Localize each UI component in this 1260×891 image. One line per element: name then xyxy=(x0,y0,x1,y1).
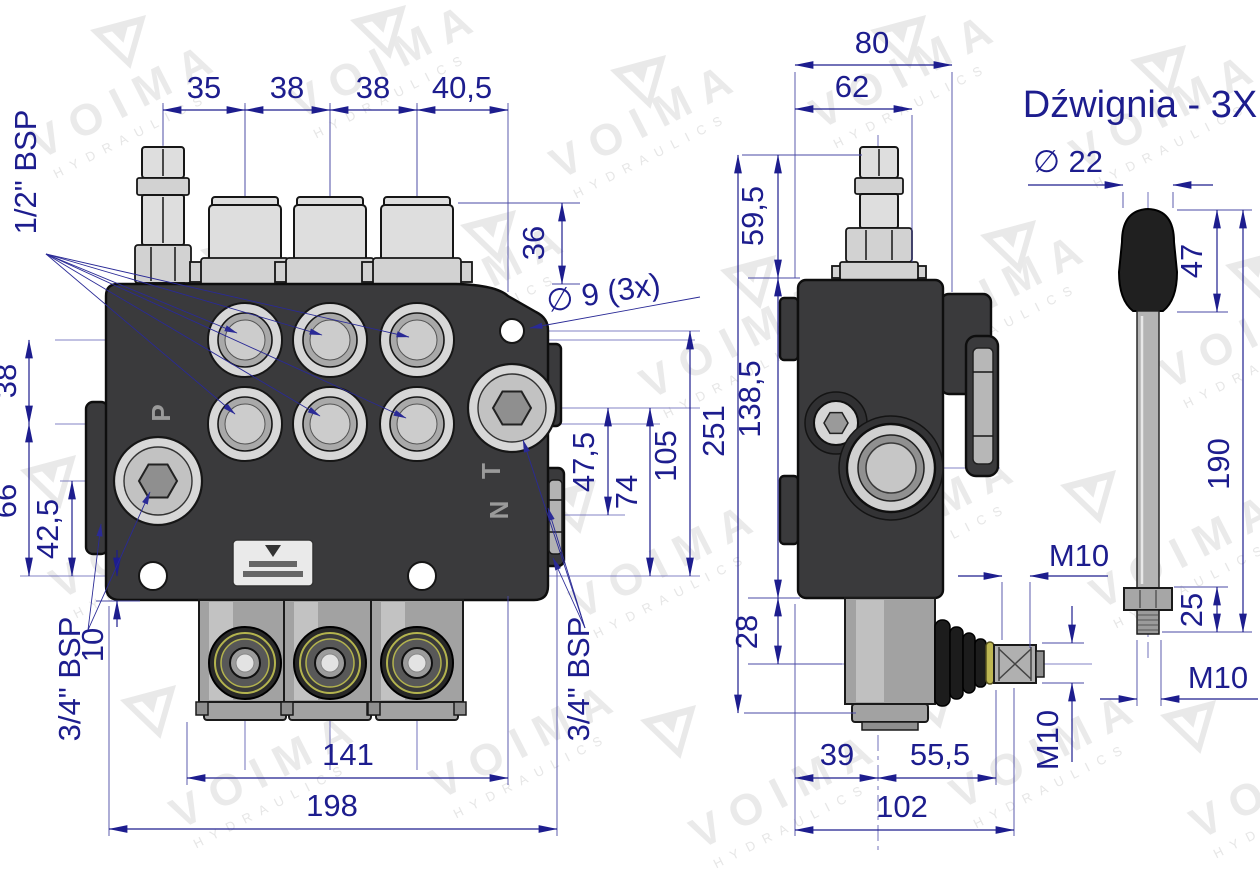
dim-body-depth: 62 xyxy=(835,69,869,104)
work-port-thread-label: 1/2" BSP xyxy=(8,110,43,235)
work-port xyxy=(292,302,368,378)
lever-view: Dźwignia - 3X ∅ 22 47 xyxy=(1023,84,1258,706)
spool-caps xyxy=(189,196,473,289)
t-plug xyxy=(466,362,558,454)
dim-axis-offset-front: 39 xyxy=(820,737,854,772)
mounting-hole xyxy=(499,318,525,344)
brand-plate xyxy=(232,539,314,587)
spool-ends xyxy=(195,599,467,721)
dim-spool-axis-offset: 28 xyxy=(729,615,764,649)
dim-body-height: 138,5 xyxy=(732,360,767,438)
dim-pitch-1: 35 xyxy=(187,70,221,105)
port-letter-n: N xyxy=(484,501,514,520)
side-dimensions: 80 62 59,5 251 138,5 28 M10 xyxy=(696,25,1109,836)
port-letter-t: T xyxy=(476,463,506,479)
dim-total-depth: 80 xyxy=(855,25,889,60)
spool-cap xyxy=(274,196,386,289)
lever-nut xyxy=(1123,587,1173,611)
hex-bolt-icon xyxy=(823,411,849,435)
boot-seal-ring xyxy=(985,641,995,685)
dim-lever-length: 190 xyxy=(1201,438,1236,490)
pt-plugs xyxy=(112,318,558,591)
boot-ring xyxy=(934,619,951,707)
dim-overall-depth: 102 xyxy=(876,789,928,824)
dim-t-to-n: 47,5 xyxy=(566,432,601,492)
work-port xyxy=(207,302,283,378)
dim-thread-length: 25 xyxy=(1174,593,1209,627)
boot-ring xyxy=(962,632,976,694)
dim-plug-to-base: 42,5 xyxy=(30,499,65,559)
lever-thread xyxy=(1136,609,1160,635)
lever-dimensions: ∅ 22 47 190 25 M10 xyxy=(1028,144,1258,706)
dim-port-to-base: 66 xyxy=(0,484,23,518)
hex-socket-icon xyxy=(491,390,533,426)
dim-base-to-spool: 10 xyxy=(75,628,110,662)
port-letter-p: P xyxy=(146,404,176,421)
boot-ring xyxy=(949,626,964,700)
dim-clevis-pin-thread: M10 xyxy=(1030,710,1065,770)
valve-body-side xyxy=(778,278,1000,600)
outlet-thread-label: 3/4" BSP xyxy=(561,617,596,742)
mounting-hole xyxy=(138,561,168,591)
p-port-boss xyxy=(84,400,110,556)
dim-holes-span: 105 xyxy=(648,430,683,482)
spool-end xyxy=(195,599,295,721)
relief-adjuster xyxy=(831,146,927,281)
dim-total-width: 198 xyxy=(306,788,358,823)
side-view: 80 62 59,5 251 138,5 28 M10 xyxy=(696,25,1109,852)
front-view: P T N xyxy=(0,70,701,836)
dim-row-spacing: 38 xyxy=(0,364,23,398)
work-port xyxy=(292,386,368,462)
dim-total-height: 251 xyxy=(696,405,731,457)
dim-spool-span: 141 xyxy=(322,737,374,772)
work-port xyxy=(379,386,455,462)
dim-knob-height: 47 xyxy=(1174,244,1209,278)
lever-title: Dźwignia - 3X xyxy=(1023,84,1257,126)
work-port xyxy=(207,386,283,462)
dim-t-to-holes: 74 xyxy=(609,475,644,509)
mounting-hole xyxy=(407,561,437,591)
spool-end xyxy=(280,599,380,721)
spool-cap xyxy=(361,196,473,289)
boot-ring xyxy=(974,638,987,688)
dim-knob-diameter: ∅ 22 xyxy=(1033,144,1103,179)
inlet-thread-label: 3/4" BSP xyxy=(52,617,87,742)
side-spool xyxy=(844,597,1045,731)
spool-end xyxy=(367,599,467,721)
dim-cap-height: 36 xyxy=(516,226,551,260)
side-port-face xyxy=(972,347,994,465)
lever-drawing xyxy=(1117,207,1179,635)
dim-pitch-4: 40,5 xyxy=(432,70,492,105)
dim-axis-to-clevis: 55,5 xyxy=(910,737,970,772)
relief-valve xyxy=(134,146,192,302)
p-plug xyxy=(112,435,204,527)
hex-socket-icon xyxy=(137,463,179,499)
dim-clevis-thread: M10 xyxy=(1049,538,1109,573)
lever-knob xyxy=(1117,207,1179,312)
dim-pitch-2: 38 xyxy=(270,70,304,105)
dim-lever-thread: M10 xyxy=(1188,660,1248,695)
lever-rod xyxy=(1136,310,1160,589)
dim-pitch-3: 38 xyxy=(356,70,390,105)
dim-adjuster-height: 59,5 xyxy=(735,186,770,246)
work-port xyxy=(379,302,455,378)
plate-logo-icon xyxy=(265,545,281,557)
